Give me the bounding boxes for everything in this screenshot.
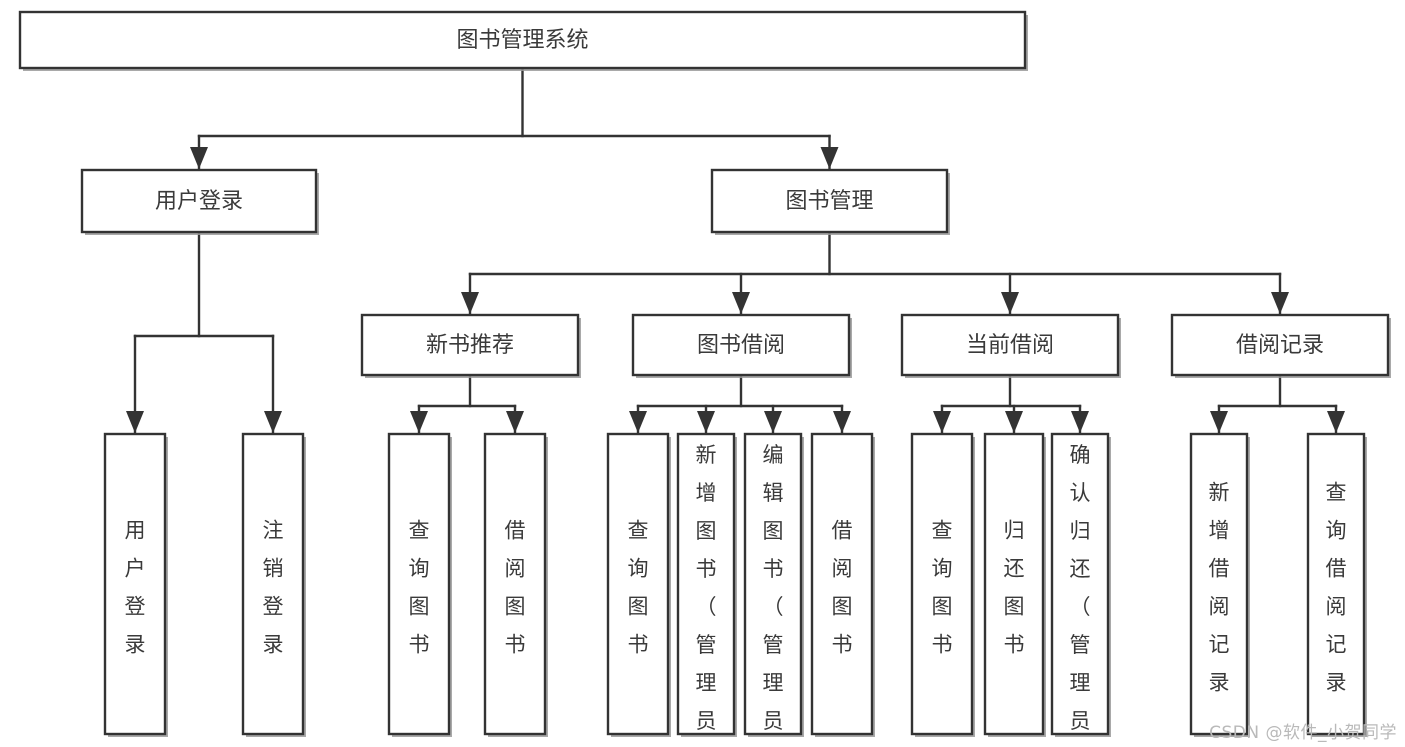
node-label: 查询图书: [628, 519, 649, 657]
node-new-book-recommend[interactable]: 新书推荐: [360, 313, 581, 378]
node-rect[interactable]: [910, 432, 974, 736]
connector-edges: [126, 66, 1345, 434]
node-label: 查询借阅记录: [1326, 481, 1347, 695]
arrowhead-icon: [264, 411, 282, 433]
arrowhead-icon: [190, 147, 208, 169]
node-label: 借阅记录: [1236, 333, 1324, 358]
arrowhead-icon: [506, 411, 524, 433]
arrowhead-icon: [820, 147, 839, 169]
node-borrow-record[interactable]: 借阅记录: [1170, 313, 1391, 378]
node-label: 归还图书: [1004, 519, 1025, 657]
node-rect[interactable]: [606, 432, 670, 736]
arrowhead-icon: [1271, 292, 1289, 314]
node-label: 注销登录: [263, 519, 284, 657]
arrowhead-icon: [833, 411, 851, 433]
node-book-borrow[interactable]: 图书借阅: [631, 313, 852, 378]
node-leaf-edit-book[interactable]: 编辑图书（管理员）: [743, 432, 804, 747]
node-label: 当前借阅: [966, 333, 1054, 358]
node-root[interactable]: 图书管理系统: [18, 10, 1028, 71]
node-label: 新书推荐: [426, 333, 514, 358]
node-rect[interactable]: [743, 432, 803, 736]
node-rect[interactable]: [483, 432, 547, 736]
node-rect[interactable]: [1306, 432, 1366, 736]
node-leaf-return-book[interactable]: 归还图书: [983, 432, 1046, 737]
arrowhead-icon: [461, 292, 479, 314]
node-label: 查询图书: [932, 519, 953, 657]
node-user-login[interactable]: 用户登录: [80, 168, 319, 235]
node-label: 用户登录: [125, 519, 146, 657]
arrowhead-icon: [410, 411, 428, 433]
node-label: 图书借阅: [697, 333, 785, 358]
node-label: 借阅图书: [505, 519, 526, 657]
node-rect[interactable]: [983, 432, 1045, 736]
node-rect[interactable]: [810, 432, 874, 736]
node-book-manage[interactable]: 图书管理: [710, 168, 950, 235]
arrowhead-icon: [1001, 292, 1019, 314]
csdn-watermark: CSDN @软件_小贺同学: [1209, 723, 1397, 743]
node-rect[interactable]: [18, 10, 1027, 70]
node-label: 新增借阅记录: [1209, 481, 1230, 695]
node-rect[interactable]: [1170, 313, 1390, 377]
node-leaf-confirm-return[interactable]: 确认归还（管理员）: [1050, 432, 1111, 747]
node-leaf-user-login[interactable]: 用户登录: [103, 432, 168, 737]
arrowhead-icon: [1210, 411, 1228, 433]
node-label: 用户登录: [155, 189, 243, 214]
node-label: 编辑图书（管理员）: [763, 443, 784, 747]
node-leaf-query-book-2[interactable]: 查询图书: [606, 432, 671, 737]
arrowhead-icon: [1071, 411, 1089, 433]
node-leaf-borrow-book-1[interactable]: 借阅图书: [483, 432, 548, 737]
arrowhead-icon: [1327, 411, 1345, 433]
node-leaf-logout[interactable]: 注销登录: [241, 432, 306, 737]
arrowhead-icon: [697, 411, 715, 433]
node-boxes: 图书管理系统用户登录图书管理新书推荐图书借阅当前借阅借阅记录用户登录注销登录查询…: [18, 10, 1391, 747]
node-label: 借阅图书: [832, 519, 853, 657]
arrowhead-icon: [629, 411, 647, 433]
arrowhead-icon: [732, 292, 750, 314]
node-label: 确认归还（管理员）: [1070, 443, 1091, 747]
node-rect[interactable]: [387, 432, 451, 736]
node-rect[interactable]: [676, 432, 736, 736]
node-label: 新增图书（管理员）: [696, 443, 717, 747]
node-rect[interactable]: [900, 313, 1120, 377]
node-rect[interactable]: [1189, 432, 1249, 736]
arrowhead-icon: [933, 411, 951, 433]
node-rect[interactable]: [80, 168, 318, 234]
node-leaf-borrow-book-2[interactable]: 借阅图书: [810, 432, 875, 737]
node-rect[interactable]: [1050, 432, 1110, 736]
arrowhead-icon: [764, 411, 782, 433]
node-label: 图书管理: [785, 189, 873, 214]
node-rect[interactable]: [360, 313, 580, 377]
node-label: 查询图书: [409, 519, 430, 657]
node-leaf-add-record[interactable]: 新增借阅记录: [1189, 432, 1250, 737]
node-leaf-add-book[interactable]: 新增图书（管理员）: [676, 432, 737, 747]
node-leaf-query-book-1[interactable]: 查询图书: [387, 432, 452, 737]
arrowhead-icon: [126, 411, 144, 433]
node-leaf-query-record[interactable]: 查询借阅记录: [1306, 432, 1367, 737]
node-rect[interactable]: [241, 432, 305, 736]
node-rect[interactable]: [710, 168, 949, 234]
node-rect[interactable]: [103, 432, 167, 736]
node-leaf-query-book-3[interactable]: 查询图书: [910, 432, 975, 737]
node-rect[interactable]: [631, 313, 851, 377]
arrowhead-icon: [1005, 411, 1023, 433]
node-current-borrow[interactable]: 当前借阅: [900, 313, 1121, 378]
node-label: 图书管理系统: [456, 28, 588, 53]
